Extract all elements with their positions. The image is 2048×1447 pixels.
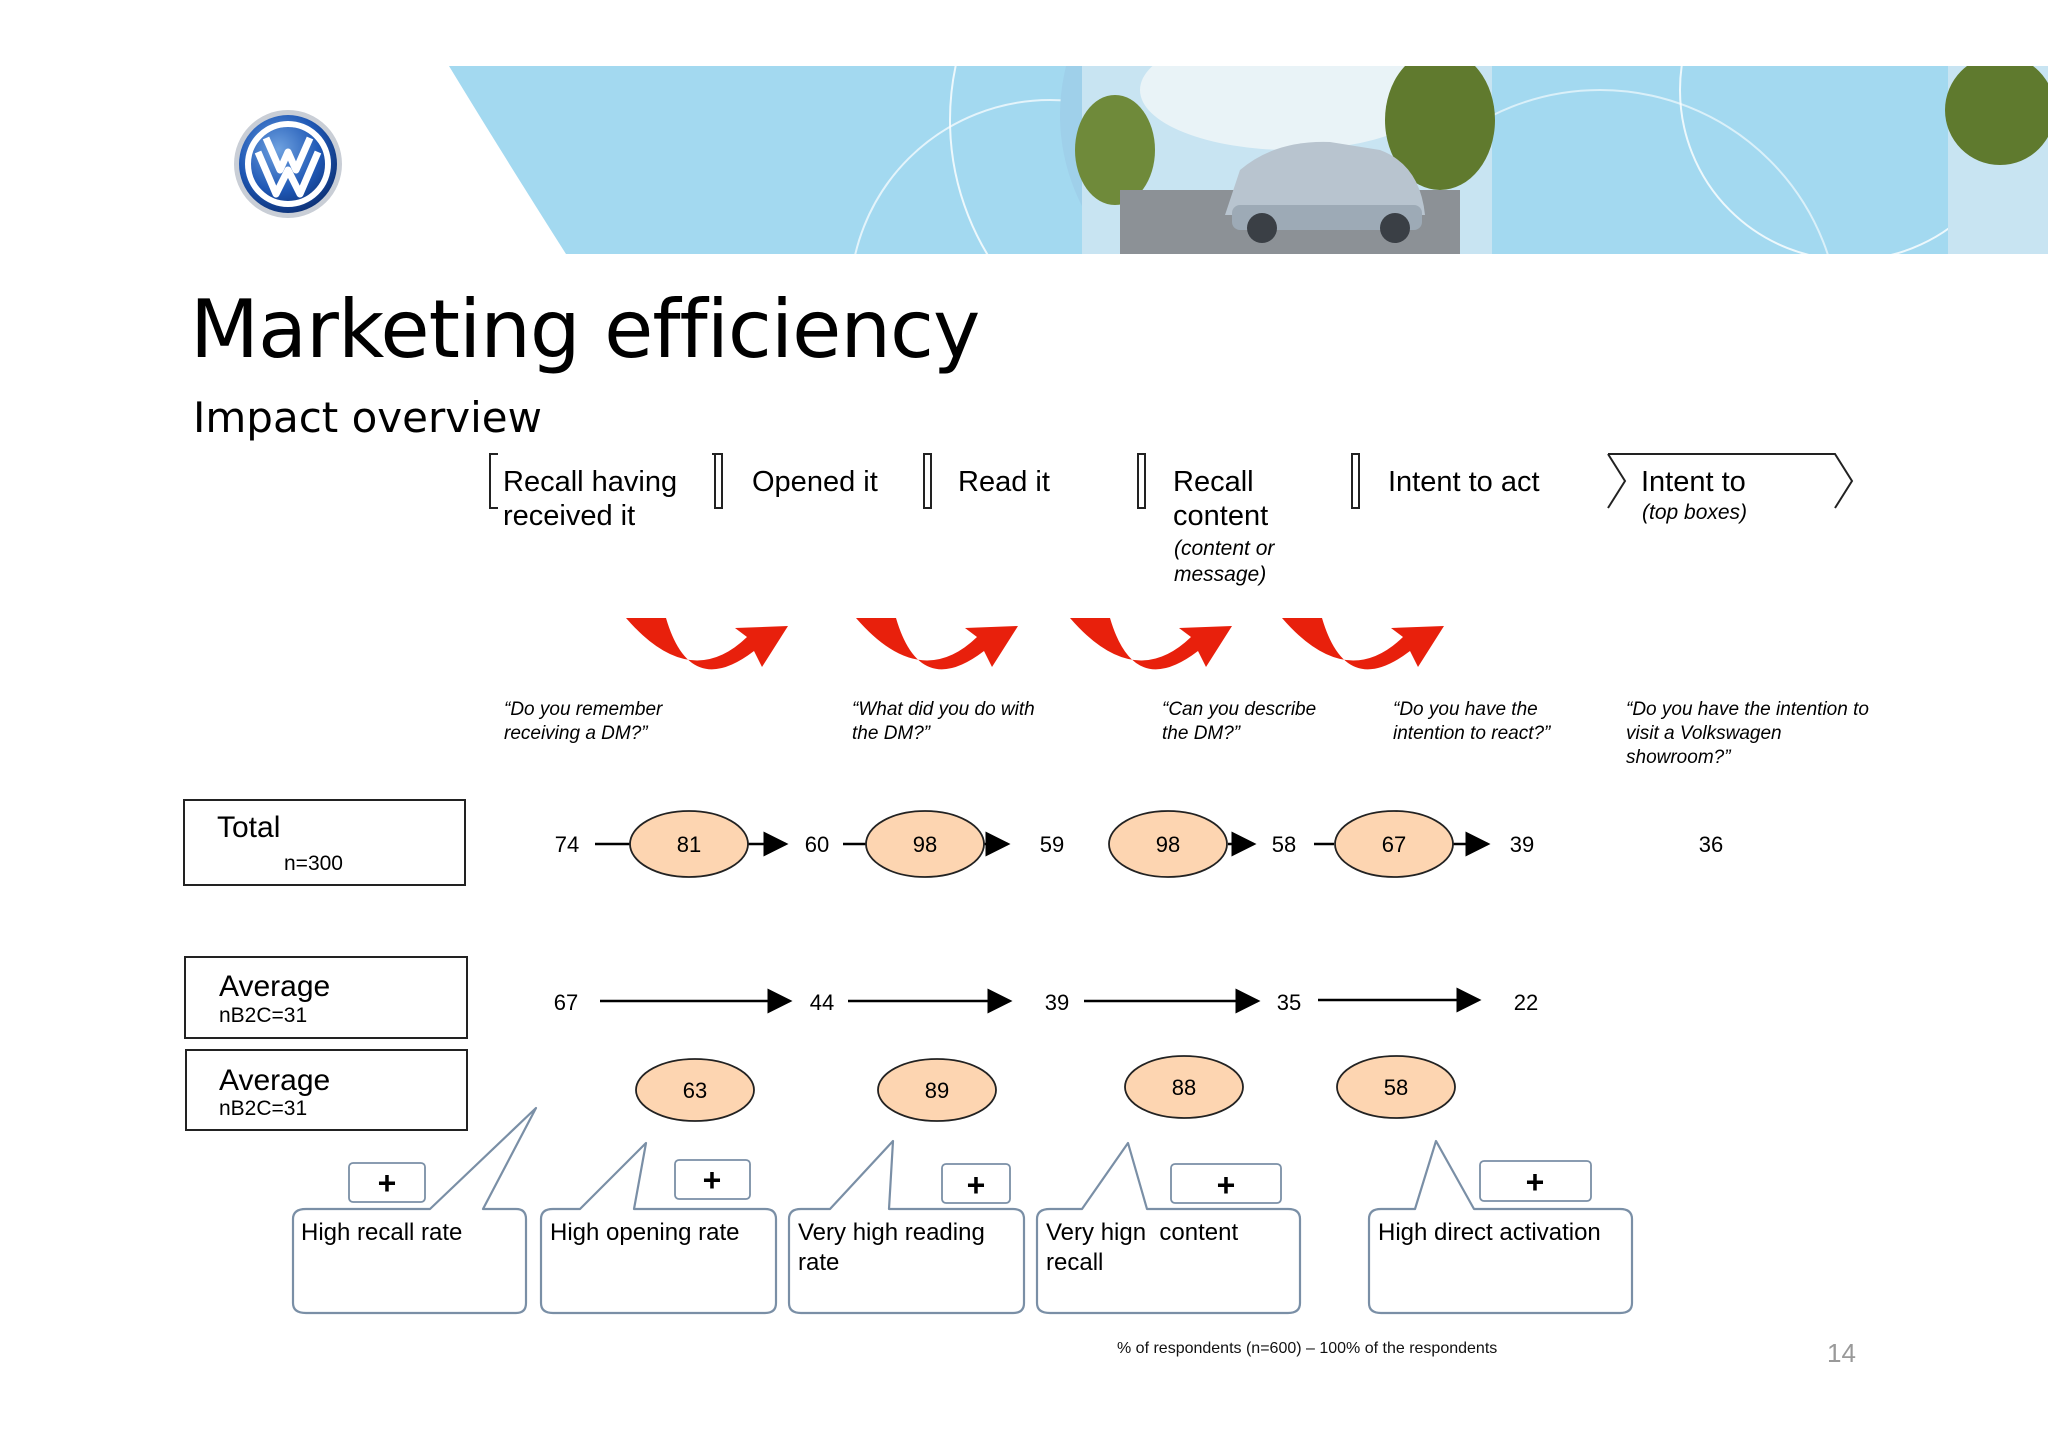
volkswagen-logo-icon <box>234 110 342 218</box>
total-value: 74 <box>555 832 579 857</box>
car-photo-edge <box>1945 66 2048 254</box>
stage-label: Recall <box>1173 466 1254 498</box>
average-label: Average <box>219 970 330 1003</box>
total-value: 59 <box>1040 832 1064 857</box>
question-text: receiving a DM?” <box>504 723 649 744</box>
red-arrow-icons <box>626 618 1444 670</box>
total-value: 60 <box>805 832 829 857</box>
red-curved-arrow-icon <box>856 618 1018 670</box>
average-label: Average <box>219 1064 330 1097</box>
conversion-oval <box>865 810 985 878</box>
plus-icons: + + + + + <box>378 1162 1545 1203</box>
conversion-value: 58 <box>1384 1075 1408 1100</box>
footnote: % of respondents (n=600) – 100% of the r… <box>1117 1340 1498 1357</box>
question-text: “What did you do with <box>852 699 1035 720</box>
average-value: 39 <box>1045 990 1069 1015</box>
total-box: Total n=300 <box>183 799 466 886</box>
conversion-oval <box>877 1058 997 1122</box>
question-text: “Do you have the intention to <box>1626 699 1869 720</box>
plus-boxes <box>348 1159 1592 1204</box>
callout-text: Very hign content <box>1046 1219 1238 1246</box>
callout-bubble <box>1035 1141 1302 1315</box>
average-value: 22 <box>1514 990 1538 1015</box>
stage-label: Read it <box>958 466 1050 498</box>
red-curved-arrow-icon <box>1282 618 1444 670</box>
conversion-oval <box>629 810 749 878</box>
average-value: 67 <box>554 990 578 1015</box>
conversion-oval <box>635 1058 755 1122</box>
question-text: “Can you describe <box>1162 699 1316 720</box>
red-curved-arrow-icon <box>626 618 788 670</box>
conversion-value: 89 <box>925 1078 949 1103</box>
question-text: showroom?” <box>1626 747 1732 768</box>
average-value: 35 <box>1277 990 1301 1015</box>
question-text: the DM?” <box>1162 723 1242 744</box>
stage-label: received it <box>503 500 635 532</box>
callout-bubble <box>539 1141 778 1315</box>
stage-sublabel: (top boxes) <box>1642 501 1747 524</box>
average-box: Average nB2C=31 <box>184 956 468 1039</box>
stage-sublabel: message) <box>1174 563 1266 586</box>
average-row: 67 44 39 35 22 <box>554 987 1538 1015</box>
callout-texts: High recall rate High opening rate Very … <box>301 1219 1601 1276</box>
questions: “Do you remember receiving a DM?” “What … <box>504 699 1869 768</box>
plus-icon: + <box>1217 1167 1236 1203</box>
conversion-value: 67 <box>1382 832 1406 857</box>
total-value: 58 <box>1272 832 1296 857</box>
callout-bubble <box>787 1139 1026 1315</box>
callout-text: High opening rate <box>550 1219 739 1246</box>
car-photo <box>1060 66 1495 254</box>
plus-icon: + <box>703 1162 722 1198</box>
callout-text: recall <box>1046 1249 1103 1276</box>
conversion-value: 98 <box>913 832 937 857</box>
plus-icon: + <box>967 1167 986 1203</box>
callouts <box>291 1106 1634 1315</box>
page-title: Marketing efficiency <box>190 283 980 376</box>
stage-label: content <box>1173 500 1268 532</box>
plus-icon: + <box>378 1165 397 1201</box>
stage-left-brackets <box>714 453 1360 509</box>
question-text: visit a Volkswagen <box>1626 723 1782 744</box>
stage-label: Intent to <box>1641 466 1746 498</box>
average-n: nB2C=31 <box>219 1004 307 1027</box>
callout-text: Very high reading <box>798 1219 985 1246</box>
total-n: n=300 <box>284 852 343 875</box>
conversion-oval <box>1108 810 1228 878</box>
page-number: 14 <box>1827 1338 1856 1368</box>
question-text: the DM?” <box>852 723 932 744</box>
total-value: 39 <box>1510 832 1534 857</box>
stage-labels: Recall having received it Opened it Read… <box>503 466 1747 586</box>
callout-text: High direct activation <box>1378 1219 1601 1246</box>
conversion-value: 63 <box>683 1078 707 1103</box>
total-value: 36 <box>1699 832 1723 857</box>
callout-bubble <box>291 1106 538 1315</box>
stage-sublabel: (content or <box>1174 537 1275 560</box>
stage-label: Recall having <box>503 466 677 498</box>
page-subtitle: Impact overview <box>193 393 542 442</box>
callout-text: High recall rate <box>301 1219 462 1246</box>
conversion-value: 88 <box>1172 1075 1196 1100</box>
question-text: “Do you have the <box>1393 699 1538 720</box>
stage-label: Intent to act <box>1388 466 1540 498</box>
red-curved-arrow-icon <box>1070 618 1232 670</box>
callout-bubble <box>1367 1139 1634 1315</box>
average-box: Average nB2C=31 <box>185 1049 468 1131</box>
average-value: 44 <box>810 990 834 1015</box>
plus-icon: + <box>1526 1164 1545 1200</box>
question-text: intention to react?” <box>1393 723 1552 744</box>
question-text: “Do you remember <box>504 699 663 720</box>
conversion-value: 98 <box>1156 832 1180 857</box>
conversion-oval <box>1334 810 1454 878</box>
stage-label: Opened it <box>752 466 878 498</box>
conversion-value: 81 <box>677 832 701 857</box>
total-label: Total <box>217 811 280 844</box>
average-conversions: 63 89 88 58 <box>635 1055 1456 1122</box>
average-n: nB2C=31 <box>219 1097 307 1120</box>
car-banner <box>449 66 2048 254</box>
total-row: 74 60 59 58 39 36 81 98 98 67 <box>555 810 1723 878</box>
conversion-oval <box>1336 1055 1456 1119</box>
callout-text: rate <box>798 1249 839 1276</box>
conversion-oval <box>1124 1055 1244 1119</box>
